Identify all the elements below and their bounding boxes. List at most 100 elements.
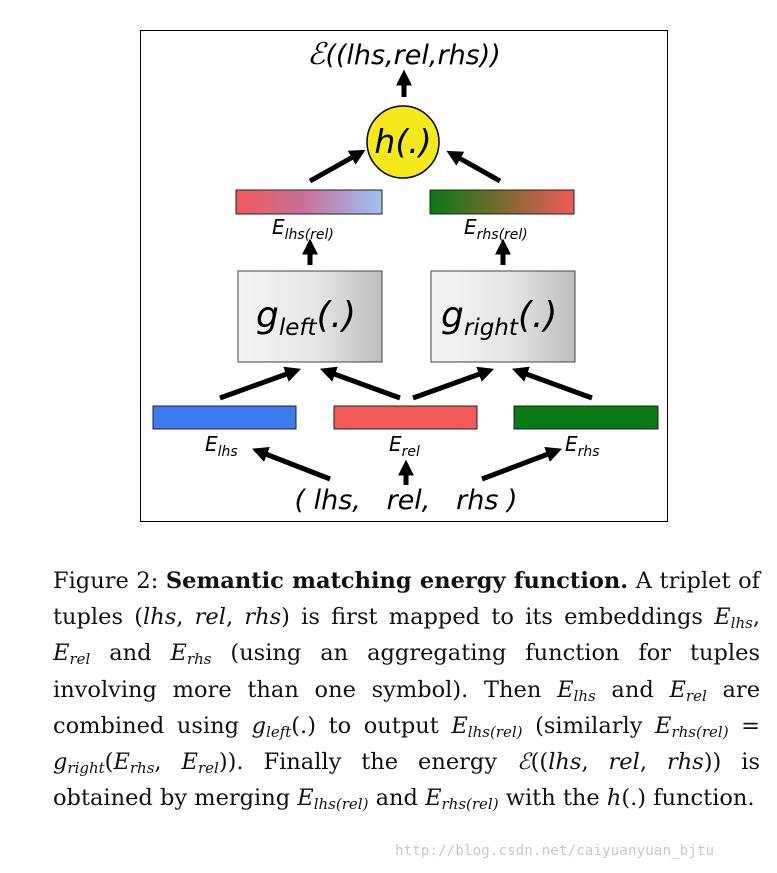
g-left-base: g bbox=[256, 295, 279, 336]
watermark-url: http://blog.csdn.net/caiyuanyuan_bjtu bbox=[395, 843, 715, 859]
math-sub: rel bbox=[197, 759, 219, 778]
label-e-lhs-base: E bbox=[205, 432, 218, 456]
label-e-lhs-sub: lhs bbox=[218, 444, 238, 460]
function-label-g-left: gleft(.) bbox=[256, 295, 356, 341]
math-rel: rel bbox=[194, 604, 226, 631]
math-rhs: rhs bbox=[244, 604, 282, 631]
figure-caption: Figure 2: Semantic matching energy funct… bbox=[53, 563, 760, 816]
embedding-bar-rhs-rel bbox=[429, 189, 575, 215]
label-e-rhs-base: E bbox=[565, 432, 578, 456]
label-e-lhs-rel: Elhs(rel) bbox=[272, 215, 334, 243]
merge-node-h bbox=[366, 105, 440, 179]
label-e-lhs: Elhs bbox=[205, 432, 238, 460]
label-e-rhs-rel-sub: rhs(rel) bbox=[477, 227, 528, 243]
math-sub: lhs bbox=[573, 686, 596, 705]
caption-title: Semantic matching energy function. bbox=[165, 568, 629, 594]
caption-text: = bbox=[728, 712, 760, 739]
math-e: E bbox=[425, 785, 442, 812]
arrow-tuple-to-erhs bbox=[481, 446, 562, 482]
energy-symbol: ℰ bbox=[307, 37, 328, 72]
label-e-rel: Erel bbox=[389, 432, 420, 460]
caption-text: (similarly bbox=[522, 712, 656, 739]
label-e-lhs-rel-base: E bbox=[272, 215, 285, 239]
math-sub: lhs(rel) bbox=[313, 795, 369, 814]
label-e-lhs-rel-sub: lhs(rel) bbox=[285, 227, 334, 243]
caption-text: and bbox=[368, 785, 426, 812]
tuple-close: ) bbox=[505, 485, 518, 516]
function-box-g-right bbox=[430, 270, 576, 363]
figure-frame bbox=[140, 30, 668, 522]
arrow-tuple-to-elhs bbox=[252, 447, 331, 482]
caption-text: )) is obtained by merging bbox=[53, 749, 760, 812]
arrow-erel-to-gleft bbox=[319, 366, 401, 401]
math-lhs: lhs bbox=[143, 604, 177, 631]
g-right-base: g bbox=[441, 295, 464, 336]
math-sub: rhs bbox=[129, 759, 155, 778]
caption-text: ( bbox=[104, 749, 114, 776]
math-sub: rel bbox=[685, 686, 707, 705]
caption-text: , bbox=[581, 749, 609, 776]
tuple-rhs: rhs bbox=[456, 485, 498, 516]
caption-text: , bbox=[154, 749, 182, 776]
caption-text: , bbox=[639, 749, 667, 776]
input-tuple: ( lhs, rel, rhs ) bbox=[294, 485, 517, 516]
math-lhs: lhs bbox=[548, 749, 582, 776]
label-e-rhs-rel-base: E bbox=[464, 215, 477, 239]
math-e: E bbox=[557, 676, 574, 703]
embedding-bar-rhs bbox=[513, 405, 659, 430]
arrow-erhs-to-gright bbox=[511, 366, 593, 401]
math-rel: rel bbox=[608, 749, 640, 776]
diagram: ℰ((lhs,rel,rhs)) h(.) Elhs(rel) Erhs(rel… bbox=[152, 37, 659, 516]
tuple-rel: rel, bbox=[387, 485, 431, 516]
tuple-lhs: lhs, bbox=[314, 485, 361, 516]
embedding-bar-rel bbox=[333, 405, 478, 430]
energy-args: ((lhs,rel,rhs)) bbox=[325, 40, 500, 71]
label-e-rhs-sub: rhs bbox=[578, 444, 600, 460]
math-e: E bbox=[297, 785, 314, 812]
merge-node-label: h(.) bbox=[374, 122, 431, 161]
math-e: E bbox=[170, 640, 187, 667]
caption-text: , bbox=[176, 604, 195, 631]
label-e-rhs-rel: Erhs(rel) bbox=[464, 215, 528, 243]
caption-label: Figure 2: bbox=[53, 568, 159, 594]
function-box-g-left bbox=[237, 270, 383, 363]
caption-text: (using an aggregating function for tuple… bbox=[53, 640, 760, 703]
math-e: E bbox=[669, 676, 686, 703]
math-sub: rhs bbox=[186, 650, 212, 669]
caption-text: and bbox=[90, 640, 171, 667]
math-rhs: rhs bbox=[666, 749, 704, 776]
caption-text: ) is first mapped to its embeddings bbox=[281, 604, 715, 631]
math-e: E bbox=[451, 712, 468, 739]
caption-text: , bbox=[225, 604, 245, 631]
math-sub: rhs(rel) bbox=[441, 795, 499, 814]
arrow-lhsrel-to-h bbox=[308, 149, 366, 184]
math-h: h bbox=[606, 785, 622, 812]
caption-text: (( bbox=[530, 749, 549, 776]
math-energy: ℰ bbox=[517, 749, 531, 776]
arrow-rhsrel-to-h bbox=[446, 150, 502, 184]
function-label-g-right: gright(.) bbox=[441, 295, 557, 341]
g-left-sub: left bbox=[279, 315, 318, 341]
math-sub: rhs(rel) bbox=[671, 722, 729, 741]
math-g: g bbox=[53, 749, 68, 776]
math-sub: lhs bbox=[730, 614, 753, 633]
caption-text: are combined using bbox=[53, 676, 761, 739]
caption-text: , bbox=[752, 604, 760, 631]
embedding-bar-lhs-rel bbox=[235, 189, 383, 215]
g-right-tail: (.) bbox=[518, 295, 558, 336]
math-e: E bbox=[53, 640, 70, 667]
caption-text: with the bbox=[498, 785, 607, 812]
math-sub: rel bbox=[69, 650, 91, 669]
math-g: g bbox=[251, 712, 267, 739]
caption-text: (.) to output bbox=[291, 712, 452, 739]
arrow-elhs-to-gleft bbox=[219, 366, 302, 401]
label-e-rel-base: E bbox=[389, 432, 402, 456]
caption-text: A triplet of tuples ( bbox=[53, 568, 760, 631]
g-left-tail: (.) bbox=[317, 295, 357, 336]
math-sub: lhs(rel) bbox=[467, 722, 523, 741]
math-sub: left bbox=[266, 722, 292, 741]
math-e: E bbox=[181, 749, 198, 776]
math-e: E bbox=[113, 749, 130, 776]
math-e: E bbox=[655, 712, 672, 739]
arrow-erel-to-gright bbox=[412, 366, 495, 401]
